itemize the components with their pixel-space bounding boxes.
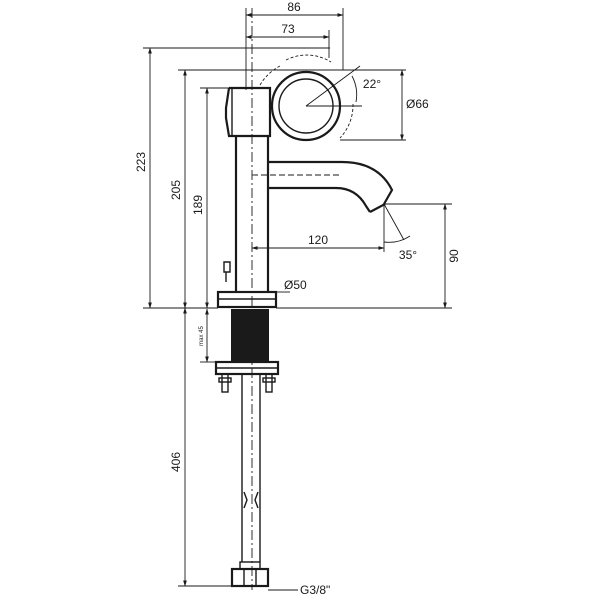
- dim-120-label: 120: [308, 233, 328, 247]
- dim-angle-22: 22°: [305, 65, 381, 107]
- dim-max-45-label: max 45: [199, 326, 205, 346]
- dim-223: 223: [134, 47, 330, 309]
- dim-diameter-50: Ø50: [276, 278, 307, 293]
- dim-thread-g38-label: G3/8": [300, 583, 330, 597]
- dim-73-label: 73: [281, 22, 295, 36]
- dim-diameter-50-label: Ø50: [284, 278, 307, 292]
- dim-angle-22-label: 22°: [363, 77, 381, 91]
- dim-thread-g38: G3/8": [268, 583, 330, 597]
- dim-90-label: 90: [447, 249, 461, 263]
- dim-223-label: 223: [134, 152, 148, 172]
- dim-189: 189: [191, 87, 229, 309]
- dim-120: 120: [251, 204, 385, 252]
- lever-detail: [223, 261, 231, 282]
- dim-73: 73: [245, 22, 330, 58]
- threaded-shank: [214, 309, 280, 393]
- dim-205: 205: [169, 69, 306, 309]
- dim-max-45: max 45: [199, 308, 216, 363]
- dim-angle-35-label: 35°: [399, 248, 417, 262]
- dim-diameter-66: Ø66: [306, 69, 429, 141]
- handle-knob: [259, 54, 354, 142]
- dim-406: 406: [169, 307, 232, 587]
- dim-189-label: 189: [191, 195, 205, 215]
- dim-90: 90: [276, 203, 461, 309]
- dim-angle-35: 35°: [383, 203, 417, 262]
- dim-205-label: 205: [169, 180, 183, 200]
- dim-86-label: 86: [287, 0, 301, 14]
- spout: [252, 160, 394, 213]
- dim-diameter-66-label: Ø66: [406, 97, 429, 111]
- supply-hose: [230, 374, 270, 588]
- dim-406-label: 406: [169, 452, 183, 472]
- dim-86: 86: [245, 0, 344, 90]
